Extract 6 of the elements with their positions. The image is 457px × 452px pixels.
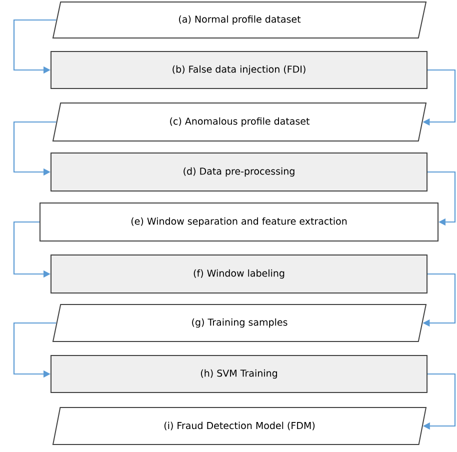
process-box: (f) Window labeling [50, 254, 428, 294]
process-box: (h) SVM Training [50, 355, 428, 393]
process-box: (b) False data injection (FDI) [50, 51, 428, 89]
process-box: (d) Data pre-processing [50, 152, 428, 192]
process-box: (e) Window separation and feature extraction [40, 202, 438, 242]
arrow [428, 171, 456, 226]
